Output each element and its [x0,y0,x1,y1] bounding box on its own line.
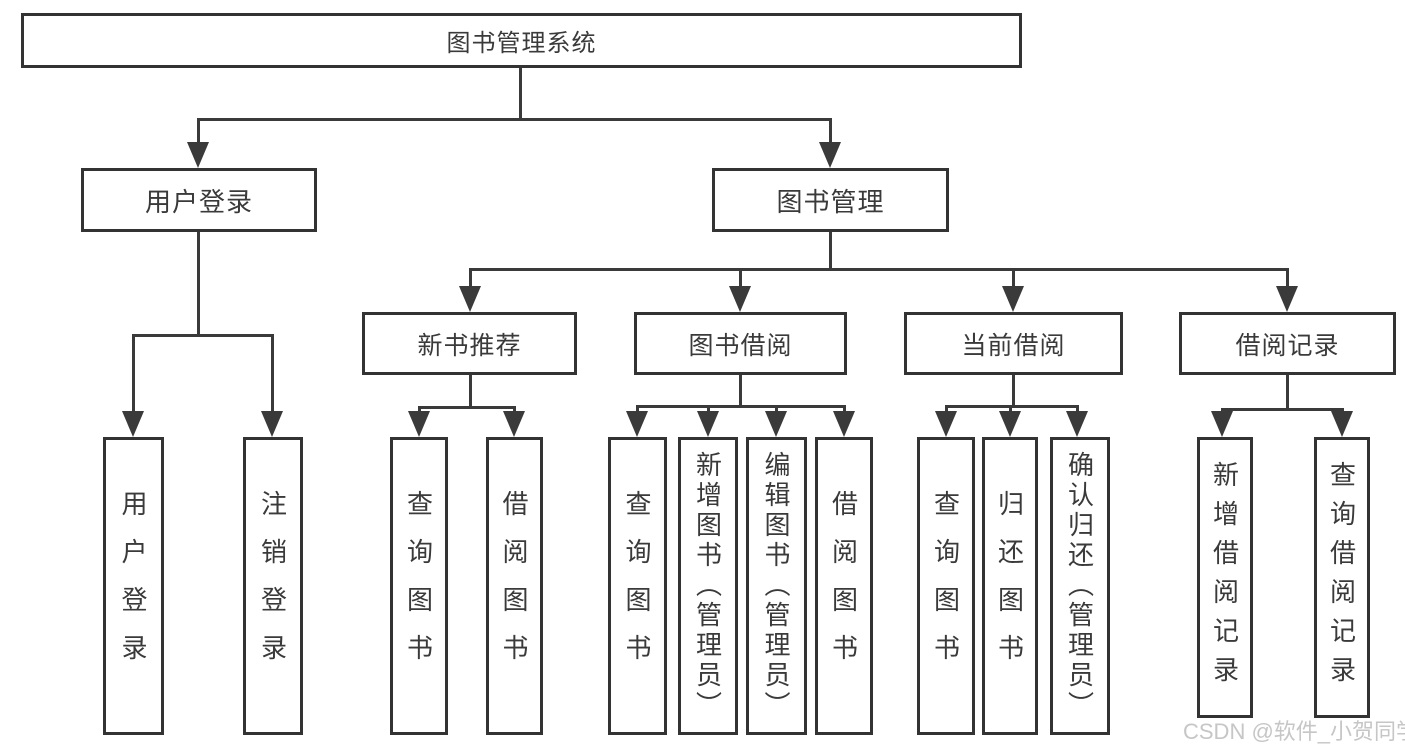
connector-drop [945,405,948,414]
connector-distributor [945,405,1079,408]
leaf-search-books-3-label: 查询图书 [930,490,961,682]
connector-drop [1076,405,1079,414]
connector-stub [1012,375,1015,408]
connector-bookmgmt-stub [829,232,832,271]
connector-distributor [636,405,846,408]
leaf-borrow-books-2: 借阅图书 [815,437,873,735]
leaf-edit-book-admin-label: 编辑图书（管理员） [761,451,791,721]
arrow-down-icon [1066,411,1088,437]
arrow-down-icon [765,411,787,437]
connector-drop [829,118,832,144]
node-user-login-label: 用户登录 [144,186,253,217]
leaf-search-borrow-record: 查询借阅记录 [1314,437,1370,718]
arrow-down-icon [187,142,209,168]
leaf-user-login-label: 用户登录 [118,490,148,682]
arrow-down-icon [833,411,855,437]
arrow-down-icon [729,286,751,312]
arrow-down-icon [1211,411,1233,437]
arrow-down-icon [1002,286,1024,312]
leaf-search-books-2: 查询图书 [608,437,667,735]
leaf-search-books-2-label: 查询图书 [622,490,652,682]
arrow-down-icon [935,411,957,437]
leaf-search-books-1-label: 查询图书 [403,490,434,682]
node-user-login: 用户登录 [81,168,317,232]
connector-level2-distributor [197,118,831,121]
arrow-down-icon [1331,411,1353,437]
arrow-down-icon [1276,286,1298,312]
leaf-add-borrow-record: 新增借阅记录 [1197,437,1253,718]
connector-drop [775,405,778,414]
node-new-book-recommend: 新书推荐 [362,312,577,375]
node-new-book-recommend-label: 新书推荐 [417,331,522,360]
csdn-watermark: CSDN @软件_小贺同学 [1183,719,1405,744]
leaf-return-books-label: 归还图书 [994,490,1025,682]
connector-drop [739,268,742,288]
leaf-logout: 注销登录 [243,437,303,735]
arrow-down-icon [503,411,525,437]
connector-stub [739,375,742,408]
node-current-borrowing: 当前借阅 [904,312,1123,375]
arrow-down-icon [819,142,841,168]
arrow-down-icon [697,411,719,437]
node-borrowing-records-label: 借阅记录 [1235,331,1340,360]
connector-root-stub [519,68,522,121]
connector-drop [707,405,710,414]
arrow-down-icon [999,411,1021,437]
connector-level3-distributor [469,268,1289,271]
connector-drop [418,406,421,414]
leaf-user-login: 用户登录 [103,437,164,735]
node-current-borrowing-label: 当前借阅 [961,331,1066,360]
node-root-label: 图书管理系统 [446,30,597,57]
connector-drop [132,334,135,413]
leaf-return-books: 归还图书 [982,437,1038,735]
connector-distributor [1221,408,1344,411]
node-book-management-label: 图书管理 [776,186,885,217]
arrow-down-icon [408,411,430,437]
arrow-down-icon [261,411,283,437]
node-book-borrowing-label: 图书借阅 [688,331,793,360]
connector-userlogin-distributor [132,334,273,337]
leaf-search-books-1: 查询图书 [390,437,448,735]
connector-drop [1009,405,1012,414]
node-borrowing-records: 借阅记录 [1179,312,1396,375]
leaf-add-book-admin-label: 新增图书（管理员） [692,451,723,721]
node-book-borrowing: 图书借阅 [634,312,847,375]
connector-drop [513,406,516,414]
leaf-search-books-3: 查询图书 [917,437,975,735]
connector-drop [469,268,472,288]
arrow-down-icon [122,411,144,437]
connector-userlogin-stub [197,232,200,337]
connector-drop [197,118,200,144]
connector-drop [1012,268,1015,288]
leaf-add-book-admin: 新增图书（管理员） [678,437,738,735]
node-root: 图书管理系统 [21,13,1022,68]
arrow-down-icon [459,286,481,312]
leaf-edit-book-admin: 编辑图书（管理员） [746,437,807,735]
connector-stub [1286,375,1289,411]
leaf-confirm-return-admin: 确认归还（管理员） [1050,437,1110,735]
leaf-borrow-books-2-label: 借阅图书 [828,490,859,682]
connector-stub [469,375,472,409]
leaf-add-borrow-record-label: 新增借阅记录 [1209,460,1240,695]
connector-drop [843,405,846,414]
leaf-search-borrow-record-label: 查询借阅记录 [1326,460,1357,695]
connector-drop [636,405,639,414]
connector-drop [1286,268,1289,288]
arrow-down-icon [626,411,648,437]
leaf-confirm-return-admin-label: 确认归还（管理员） [1064,451,1095,721]
node-book-management: 图书管理 [712,168,949,232]
connector-distributor [418,406,516,409]
leaf-borrow-books-1: 借阅图书 [486,437,543,735]
connector-drop [271,334,274,413]
leaf-borrow-books-1-label: 借阅图书 [499,490,529,682]
leaf-logout-label: 注销登录 [257,490,288,682]
